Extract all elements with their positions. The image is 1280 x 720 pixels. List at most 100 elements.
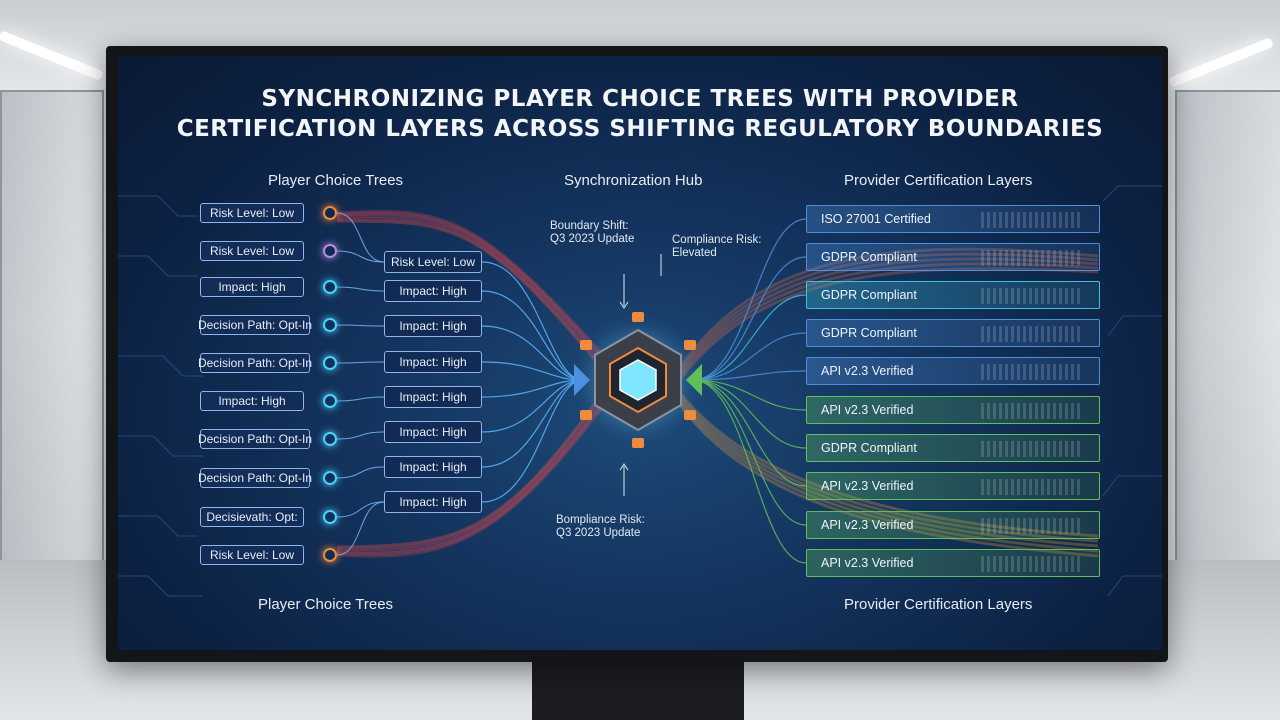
node-port-icon: [323, 356, 337, 370]
title-line-1: SYNCHRONIZING PLAYER CHOICE TREES WITH P…: [261, 86, 1019, 112]
diagram-screen: SYNCHRONIZING PLAYER CHOICE TREES WITH P…: [118, 56, 1162, 650]
mid-node-label: Impact: High: [399, 390, 467, 404]
mid-node-8[interactable]: Impact: High: [384, 491, 482, 513]
flow-ribbon: [676, 247, 1099, 371]
flow-ribbon: [676, 395, 1099, 548]
annotation-boundary-shift: Boundary Shift: Q3 2023 Update: [550, 220, 634, 246]
left-node-label: Decision Path: Opt-In: [197, 432, 313, 446]
left-node-10[interactable]: Risk Level: Low: [200, 545, 304, 565]
connector-line: [336, 212, 385, 263]
flow-ribbon: [336, 209, 610, 362]
flow-ribbon: [676, 252, 1099, 374]
connector-line: [336, 466, 385, 479]
cert-layer-9[interactable]: API v2.3 Verified: [806, 511, 1100, 539]
connector-line: [336, 286, 385, 292]
left-node-2[interactable]: Risk Level: Low: [200, 241, 304, 261]
cert-label: API v2.3 Verified: [821, 556, 914, 570]
cert-label: API v2.3 Verified: [821, 364, 914, 378]
flow-ribbon: [336, 212, 610, 365]
connector-line: [336, 501, 385, 556]
cert-label: GDPR Compliant: [821, 288, 917, 302]
left-node-6[interactable]: Impact: High: [200, 391, 304, 411]
mid-node-3[interactable]: Impact: High: [384, 315, 482, 337]
mid-node-5[interactable]: Impact: High: [384, 386, 482, 408]
cert-layer-8[interactable]: API v2.3 Verified: [806, 472, 1100, 500]
connector-line: [692, 256, 807, 381]
data-readout: [981, 364, 1081, 380]
connector-line: [336, 250, 385, 263]
cert-label: ISO 27001 Certified: [821, 212, 931, 226]
node-port-icon: [323, 432, 337, 446]
cert-layer-5[interactable]: API v2.3 Verified: [806, 357, 1100, 385]
left-node-8[interactable]: Decision Path: Opt-In: [197, 468, 313, 488]
cert-layer-3[interactable]: GDPR Compliant: [806, 281, 1100, 309]
cert-label: API v2.3 Verified: [821, 518, 914, 532]
flow-ribbon: [676, 262, 1099, 380]
left-node-1[interactable]: Risk Level: Low: [200, 203, 304, 223]
left-node-5[interactable]: Decision Path: Opt-In: [197, 353, 313, 373]
node-port-icon: [323, 244, 337, 258]
left-node-4[interactable]: Decision Path: Opt-In: [198, 315, 312, 335]
flow-ribbon: [336, 387, 610, 551]
connector-line: [692, 379, 807, 564]
left-node-label: Risk Level: Low: [209, 206, 295, 220]
left-node-3[interactable]: Impact: High: [200, 277, 304, 297]
data-readout: [981, 441, 1081, 457]
data-readout: [981, 518, 1081, 534]
data-readout: [981, 288, 1081, 304]
mid-node-4[interactable]: Impact: High: [384, 351, 482, 373]
annotation-line: Boundary Shift:: [550, 220, 629, 232]
connector-line: [692, 379, 807, 526]
mid-node-label: Risk Level: Low: [390, 255, 476, 269]
mid-node-label: Impact: High: [399, 355, 467, 369]
flow-ribbon: [336, 214, 610, 369]
left-node-9[interactable]: Decisievath: Opt:: [200, 507, 304, 527]
annotation-line: Bompliance Risk:: [556, 514, 645, 526]
data-readout: [981, 556, 1081, 572]
footer-player-choice-trees: Player Choice Trees: [258, 596, 394, 613]
connector-line: [336, 361, 385, 364]
heading-synchronization-hub: Synchronization Hub: [564, 172, 703, 189]
flow-ribbon: [336, 217, 610, 373]
flow-ribbon: [336, 219, 610, 377]
circuit-background: [118, 185, 1162, 597]
mid-node-7[interactable]: Impact: High: [384, 456, 482, 478]
node-port-icon: [323, 206, 337, 220]
cert-layer-1[interactable]: ISO 27001 Certified: [806, 205, 1100, 233]
node-port-icon: [323, 318, 337, 332]
connector-line: [692, 379, 807, 449]
flow-ribbon: [336, 391, 610, 553]
mid-node-6[interactable]: Impact: High: [384, 421, 482, 443]
cert-layer-6[interactable]: API v2.3 Verified: [806, 396, 1100, 424]
flow-connections: [336, 209, 1099, 564]
left-node-label: Risk Level: Low: [209, 548, 295, 562]
data-readout: [981, 403, 1081, 419]
left-node-label: Decision Path: Opt-In: [197, 356, 313, 370]
footer-provider-certification-layers: Provider Certification Layers: [844, 596, 1033, 613]
mid-node-label: Impact: High: [399, 495, 467, 509]
cert-layer-4[interactable]: GDPR Compliant: [806, 319, 1100, 347]
connector-line: [692, 370, 807, 381]
flow-ribbon: [336, 395, 610, 556]
connector-line: [692, 379, 807, 487]
node-port-icon: [323, 471, 337, 485]
connector-line: [692, 379, 807, 411]
left-node-label: Impact: High: [218, 394, 286, 408]
cert-layer-7[interactable]: GDPR Compliant: [806, 434, 1100, 462]
cert-layer-10[interactable]: API v2.3 Verified: [806, 549, 1100, 577]
cert-label: GDPR Compliant: [821, 326, 917, 340]
left-node-label: Decision Path: Opt-In: [197, 471, 313, 485]
mid-node-2[interactable]: Impact: High: [384, 280, 482, 302]
annotation-bottom-note: Bompliance Risk: Q3 2023 Update: [556, 514, 645, 540]
title-line-2: CERTIFICATION LAYERS ACROSS SHIFTING REG…: [176, 116, 1104, 142]
connector-line: [336, 431, 385, 440]
left-node-7[interactable]: Decision Path: Opt-In: [197, 429, 313, 449]
mid-node-1[interactable]: Risk Level: Low: [384, 251, 482, 273]
cert-label: GDPR Compliant: [821, 250, 917, 264]
cert-layer-2[interactable]: GDPR Compliant: [806, 243, 1100, 271]
node-port-icon: [323, 280, 337, 294]
left-node-label: Decisievath: Opt:: [206, 510, 298, 524]
connector-line: [692, 332, 807, 381]
node-port-icon: [323, 394, 337, 408]
annotation-compliance-risk: Compliance Risk: Elevated: [672, 234, 761, 260]
